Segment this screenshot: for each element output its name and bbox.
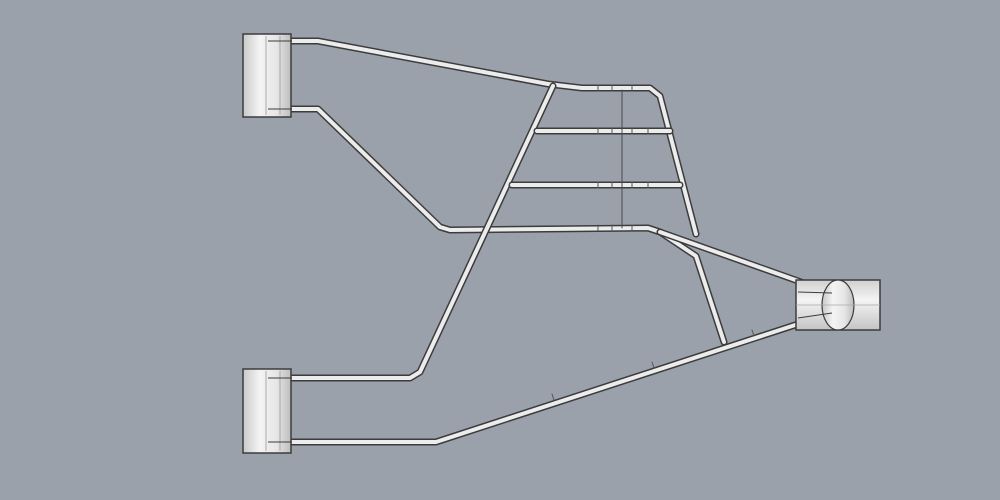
bushing-top-left: [242, 33, 292, 118]
bushing-right: [795, 279, 881, 331]
tube-front-lower-inner: [288, 105, 728, 346]
tube-rear-long: [288, 309, 836, 446]
brace-crossbars: [508, 84, 755, 401]
tube-diagonal-left: [288, 82, 557, 382]
frame-tubes: [288, 37, 836, 446]
bushing-bottom-left: [242, 368, 292, 454]
tube-front-upper: [288, 37, 700, 238]
